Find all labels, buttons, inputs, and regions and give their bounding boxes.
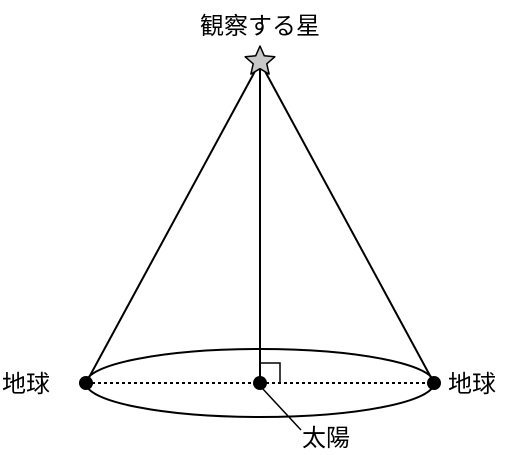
earth-label-left: 地球 [2, 370, 50, 398]
sun-point [253, 376, 267, 390]
star-label: 観察する星 [200, 12, 320, 40]
right-angle-mark [260, 362, 281, 383]
sightline-right [259, 61, 435, 384]
star-icon [244, 45, 276, 75]
sun-label: 太陽 [302, 424, 350, 452]
earth-point-left [79, 376, 93, 390]
earth-label-right: 地球 [448, 370, 496, 398]
sightline-left [85, 61, 261, 384]
earth-point-right [427, 376, 441, 390]
sun-leader-line [261, 387, 302, 431]
